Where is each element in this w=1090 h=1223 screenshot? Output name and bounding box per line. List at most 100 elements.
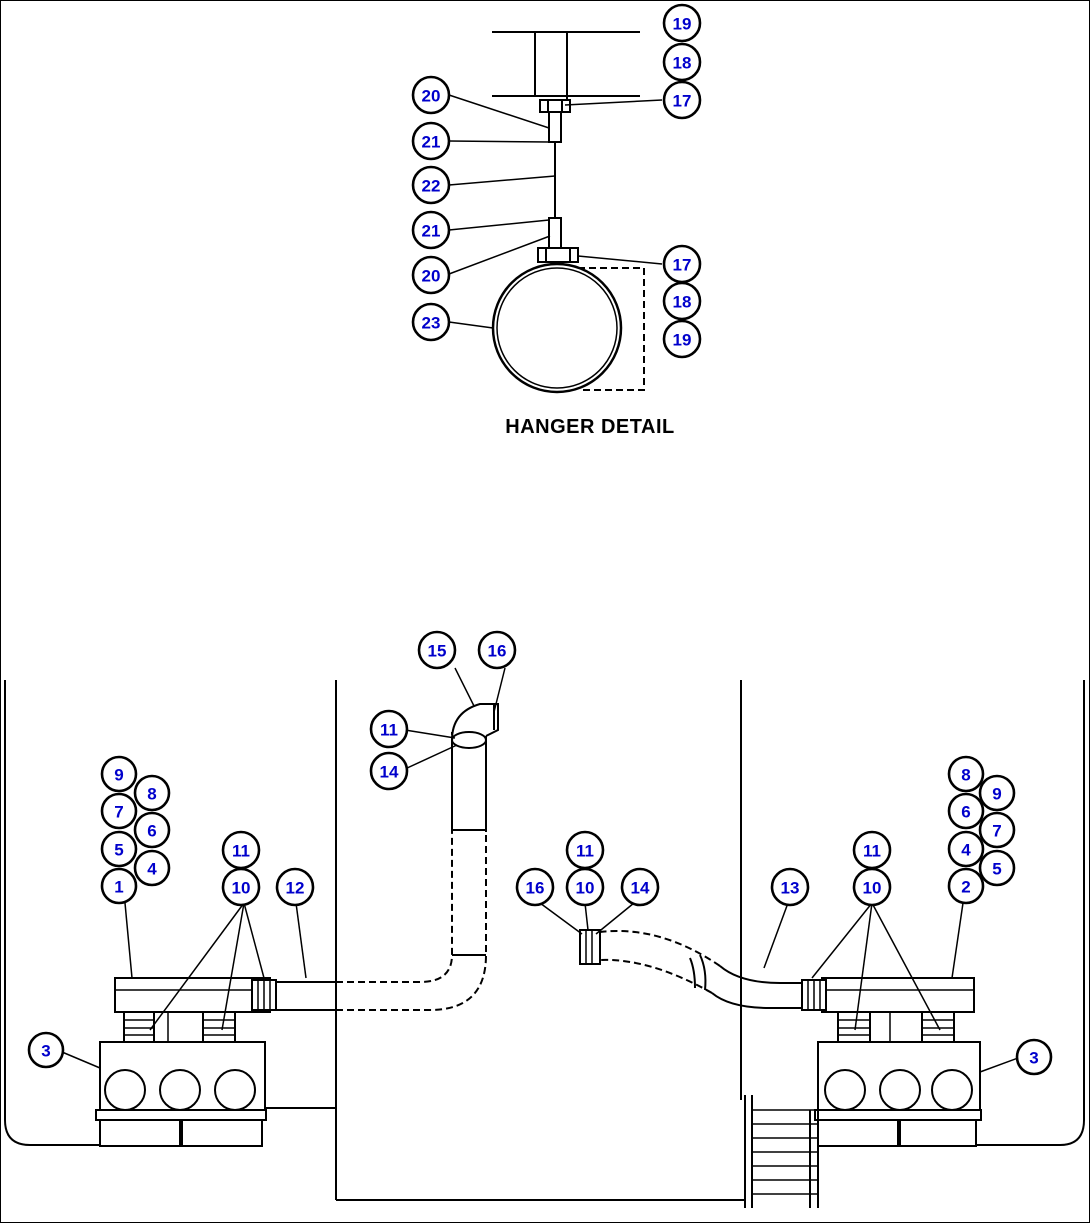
left-exhaust-pipe xyxy=(276,703,499,1011)
callout-4: 4 xyxy=(133,849,171,887)
callout-1: 1 xyxy=(100,867,138,905)
svg-text:22: 22 xyxy=(422,177,441,196)
callout-22: 22 xyxy=(411,165,451,205)
callouts: 19 18 17 20 21 22 21 20 17 18 19 23 15 1… xyxy=(27,3,1053,1076)
callout-20: 20 xyxy=(411,255,451,295)
callout-17: 17 xyxy=(662,244,702,284)
callout-6: 6 xyxy=(947,792,985,830)
svg-text:1: 1 xyxy=(114,878,123,897)
callout-11: 11 xyxy=(369,709,409,749)
svg-text:20: 20 xyxy=(422,267,441,286)
hanger-detail-caption: HANGER DETAIL xyxy=(505,416,675,438)
callout-14: 14 xyxy=(369,751,409,791)
callout-3: 3 xyxy=(1015,1038,1053,1076)
callout-14: 14 xyxy=(620,867,660,907)
svg-text:14: 14 xyxy=(631,879,650,898)
left-muffler xyxy=(114,977,271,1013)
pipe-joint xyxy=(689,957,696,989)
callout-3: 3 xyxy=(27,1031,65,1069)
svg-text:11: 11 xyxy=(232,842,250,861)
upper-rod-eye xyxy=(548,111,562,143)
svg-text:11: 11 xyxy=(863,842,881,861)
right-wall xyxy=(975,680,1085,1146)
right-engine-assembly xyxy=(801,977,982,1147)
svg-text:20: 20 xyxy=(422,87,441,106)
svg-text:8: 8 xyxy=(961,766,970,785)
svg-text:11: 11 xyxy=(380,721,398,740)
svg-text:7: 7 xyxy=(114,803,123,822)
svg-text:16: 16 xyxy=(488,642,507,661)
svg-text:9: 9 xyxy=(114,766,123,785)
svg-text:15: 15 xyxy=(428,642,447,661)
right-outlet-flange xyxy=(579,929,601,965)
svg-text:16: 16 xyxy=(526,879,545,898)
clamp-bracket-outline xyxy=(578,267,645,391)
svg-text:10: 10 xyxy=(576,879,595,898)
callout-19: 19 xyxy=(662,319,702,359)
svg-text:21: 21 xyxy=(422,133,441,152)
svg-text:17: 17 xyxy=(673,92,692,111)
svg-text:17: 17 xyxy=(673,256,692,275)
left-engine-assembly xyxy=(95,977,277,1147)
svg-text:6: 6 xyxy=(961,803,970,822)
callout-11: 11 xyxy=(565,830,605,870)
callout-10: 10 xyxy=(852,867,892,907)
callout-18: 18 xyxy=(662,281,702,321)
svg-text:8: 8 xyxy=(147,785,156,804)
callout-21: 21 xyxy=(411,210,451,250)
svg-text:4: 4 xyxy=(961,841,971,860)
callout-5: 5 xyxy=(978,849,1016,887)
svg-text:5: 5 xyxy=(114,841,123,860)
svg-text:9: 9 xyxy=(992,785,1001,804)
svg-text:2: 2 xyxy=(961,878,970,897)
svg-text:5: 5 xyxy=(992,860,1001,879)
right-turbo-1 xyxy=(837,1011,871,1043)
band-clamp xyxy=(496,267,618,389)
hanger-detail xyxy=(491,31,645,394)
callout-6: 6 xyxy=(133,811,171,849)
beam-flange xyxy=(534,31,568,97)
callout-13: 13 xyxy=(770,867,810,907)
callout-4: 4 xyxy=(947,830,985,868)
svg-text:19: 19 xyxy=(673,15,692,34)
svg-text:23: 23 xyxy=(422,314,441,333)
callout-21: 21 xyxy=(411,121,451,161)
svg-text:13: 13 xyxy=(781,879,800,898)
lower-clamp-nut xyxy=(537,247,579,263)
right-exhaust-pipe xyxy=(579,929,802,1009)
callout-16: 16 xyxy=(515,867,555,907)
top-clamp-nut xyxy=(539,99,571,113)
left-turbo-1 xyxy=(123,1011,155,1043)
callout-10: 10 xyxy=(565,867,605,907)
left-wall xyxy=(4,680,100,1146)
left-turbo-2 xyxy=(202,1011,236,1043)
callout-8: 8 xyxy=(133,774,171,812)
svg-text:14: 14 xyxy=(380,763,399,782)
callout-5: 5 xyxy=(100,830,138,868)
callout-11: 11 xyxy=(221,830,261,870)
svg-text:4: 4 xyxy=(147,860,157,879)
pipe-section xyxy=(491,262,623,394)
svg-text:3: 3 xyxy=(41,1042,50,1061)
callout-20: 20 xyxy=(411,75,451,115)
svg-text:7: 7 xyxy=(992,822,1001,841)
lower-rod-eye xyxy=(548,217,562,249)
svg-text:10: 10 xyxy=(863,879,882,898)
svg-text:3: 3 xyxy=(1029,1049,1038,1068)
svg-text:18: 18 xyxy=(673,54,692,73)
right-muffler xyxy=(821,977,975,1013)
callout-19: 19 xyxy=(662,3,702,43)
callout-18: 18 xyxy=(662,42,702,82)
room-walls xyxy=(4,680,1085,1201)
svg-text:6: 6 xyxy=(147,822,156,841)
callout-16: 16 xyxy=(477,630,517,670)
callout-8: 8 xyxy=(947,755,985,793)
stairs xyxy=(744,1095,819,1208)
svg-text:19: 19 xyxy=(673,331,692,350)
callout-23: 23 xyxy=(411,302,451,342)
callout-17: 17 xyxy=(662,80,702,120)
svg-text:11: 11 xyxy=(576,842,594,861)
callout-7: 7 xyxy=(100,792,138,830)
